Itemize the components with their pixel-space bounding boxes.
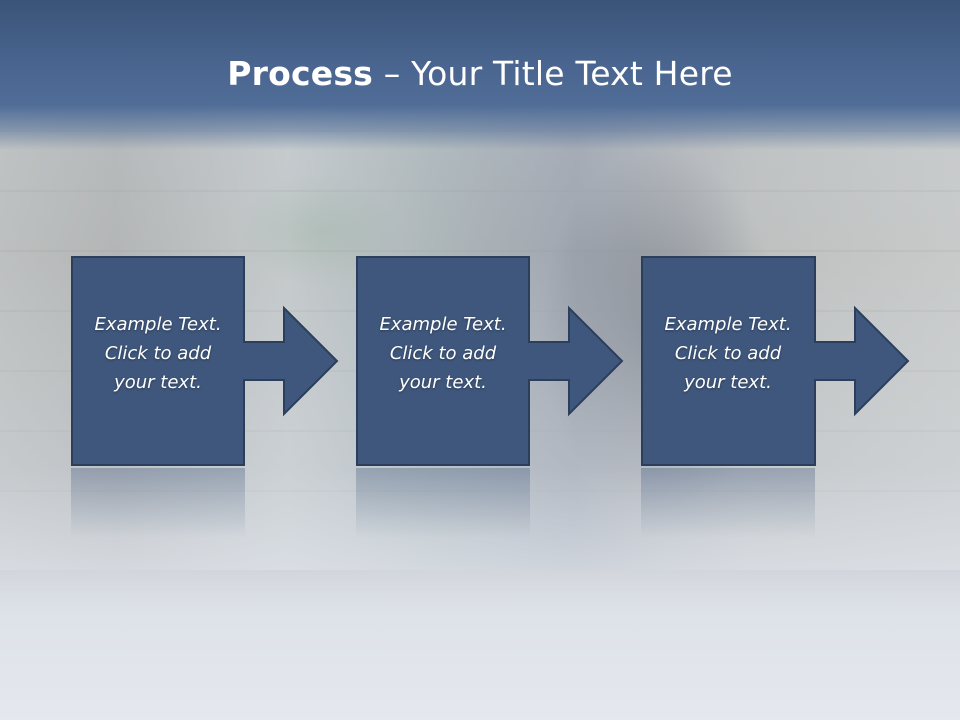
title-bar <box>0 0 960 150</box>
step-text-line-2: Click to add <box>674 343 782 364</box>
process-step-2[interactable]: Example Text. Click to add your text. <box>356 256 624 466</box>
step-arrow-shape <box>641 256 910 466</box>
step-text-line-1: Example Text. <box>94 314 222 335</box>
step-text-line-2: Click to add <box>104 343 212 364</box>
title-rest-text: – Your Title Text Here <box>373 54 733 93</box>
step-reflection-1 <box>71 468 245 538</box>
step-text[interactable]: Example Text. Click to add your text. <box>356 310 530 397</box>
step-text-line-1: Example Text. <box>379 314 507 335</box>
step-text[interactable]: Example Text. Click to add your text. <box>71 310 245 397</box>
process-step-3[interactable]: Example Text. Click to add your text. <box>641 256 910 466</box>
step-text-line-1: Example Text. <box>664 314 792 335</box>
step-text-line-3: your text. <box>684 372 772 393</box>
step-text-line-3: your text. <box>114 372 202 393</box>
step-text-line-3: your text. <box>399 372 487 393</box>
title-bold-text: Process <box>227 54 374 93</box>
step-arrow-shape <box>356 256 624 466</box>
step-arrow-shape <box>71 256 339 466</box>
step-reflection-3 <box>641 468 815 538</box>
step-text[interactable]: Example Text. Click to add your text. <box>641 310 815 397</box>
slide-title[interactable]: Process – Your Title Text Here <box>0 52 960 96</box>
process-step-1[interactable]: Example Text. Click to add your text. <box>71 256 339 466</box>
step-text-line-2: Click to add <box>389 343 497 364</box>
step-reflection-2 <box>356 468 530 538</box>
